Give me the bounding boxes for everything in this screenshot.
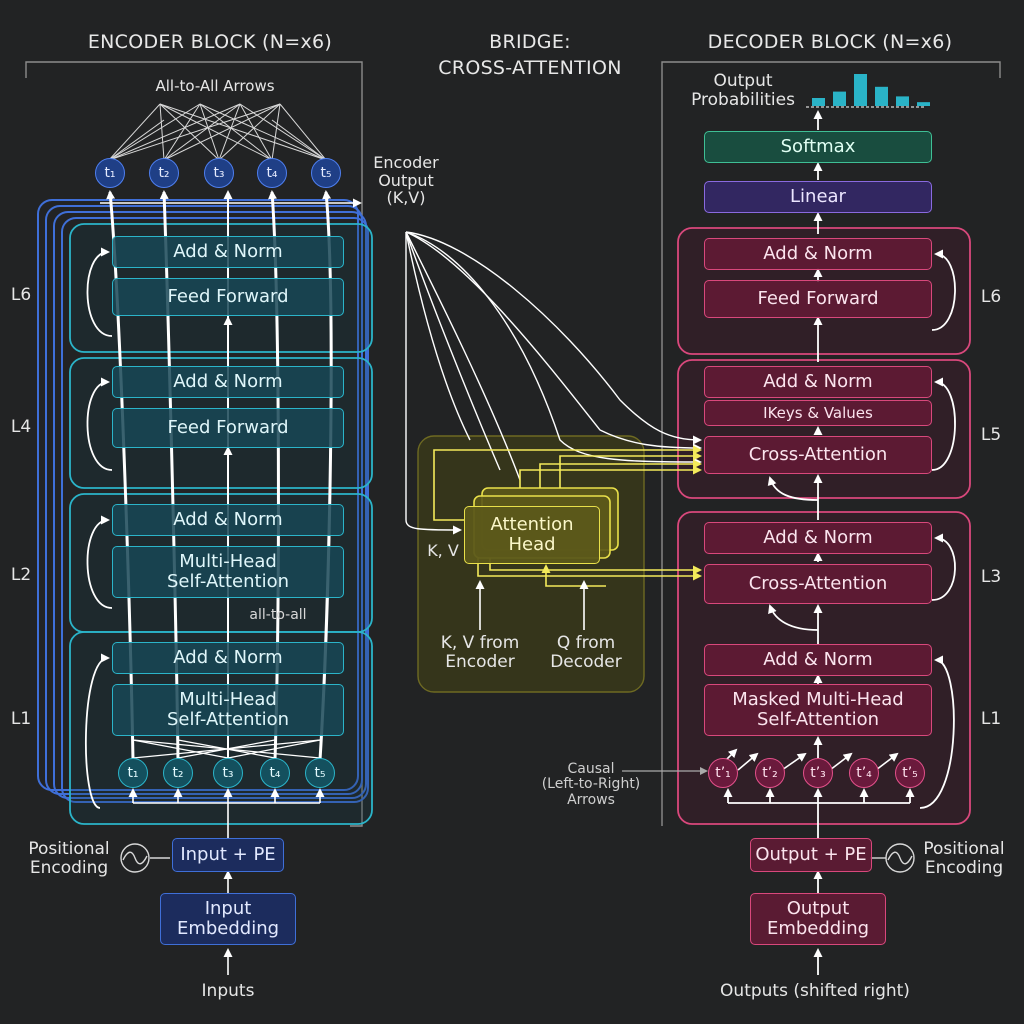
encoder-l6-add-norm: Add & Norm (112, 236, 344, 268)
decoder-output-embedding: Output Embedding (750, 893, 886, 945)
causal-arrows-label: Causal (Left-to-Right) Arrows (541, 761, 641, 808)
encoder-to-decoder-curves (405, 231, 702, 535)
decoder-output-pe: Output + PE (750, 838, 872, 872)
encoder-layer-label-l4: L4 (10, 417, 32, 437)
decoder-pe-sine-icon (870, 843, 915, 873)
all-to-all-web (108, 103, 327, 161)
decoder-l6-feed-forward: Feed Forward (704, 280, 932, 318)
bridge-kv-from-encoder: K, V from Encoder (440, 633, 520, 672)
decoder-flow-arrows (723, 110, 915, 975)
encoder-l2-multi-head-self-attention: Multi-Head Self-Attention (112, 546, 344, 598)
decoder-positional-encoding-label: Positional Encoding (923, 839, 1005, 878)
encoder-bottom-token-2: t₂ (163, 758, 193, 788)
bridge-input-arrows (475, 580, 589, 630)
probability-bar-2 (833, 91, 846, 106)
decoder-layer-label-l6: L6 (980, 287, 1002, 307)
probability-bar-6 (917, 102, 930, 106)
decoder-l6-add-norm: Add & Norm (704, 238, 932, 270)
encoder-l1-add-norm: Add & Norm (112, 642, 344, 674)
encoder-top-token-5: t₅ (311, 158, 341, 188)
decoder-l5-keys-values: IKeys & Values (704, 400, 932, 426)
decoder-l1-add-norm: Add & Norm (704, 644, 932, 676)
encoder-stack-outlines (37, 199, 369, 803)
probability-bar-3 (854, 74, 867, 106)
decoder-residual-arrows (767, 249, 956, 809)
bridge-q-from-decoder: Q from Decoder (550, 633, 622, 672)
decoder-bracket (661, 61, 1001, 826)
decoder-l3-cross-attention: Cross-Attention (704, 564, 932, 604)
output-probability-bars (812, 74, 930, 106)
encoder-inputs-label: Inputs (201, 981, 255, 1001)
decoder-l5-add-norm: Add & Norm (704, 366, 932, 398)
encoder-bottom-token-web (132, 739, 321, 759)
encoder-l4-add-norm: Add & Norm (112, 366, 344, 398)
encoder-positional-encoding-label: Positional Encoding (28, 839, 110, 878)
decoder-token-3: t’₃ (803, 758, 833, 788)
encoder-bottom-token-1: t₁ (118, 758, 148, 788)
bridge-header-line2: CROSS-ATTENTION (438, 57, 622, 79)
all-to-all-label: All-to-All Arrows (155, 77, 275, 95)
decoder-token-1: t’₁ (708, 758, 738, 788)
decoder-token-5: t’₅ (895, 758, 925, 788)
decoder-linear: Linear (704, 181, 932, 213)
encoder-all-to-all-label: all-to-all (249, 607, 307, 623)
decoder-l5-cross-attention: Cross-Attention (704, 436, 932, 474)
decoder-l1-masked-multi-head-self-attention: Masked Multi-Head Self-Attention (704, 684, 932, 736)
encoder-input-embedding: Input Embedding (160, 893, 296, 945)
decoder-token-2: t’₂ (755, 758, 785, 788)
encoder-layer-label-l2: L2 (10, 565, 32, 585)
encoder-l2-add-norm: Add & Norm (112, 504, 344, 536)
decoder-outputs-label: Outputs (shifted right) (720, 981, 910, 1001)
encoder-top-token-3: t₃ (204, 158, 234, 188)
encoder-bottom-token-3: t₃ (213, 758, 243, 788)
encoder-l4-feed-forward: Feed Forward (112, 408, 344, 448)
encoder-input-pe: Input + PE (172, 838, 284, 872)
encoder-header: ENCODER BLOCK (N=x6) (87, 31, 333, 53)
encoder-token-feed (128, 788, 325, 975)
encoder-l6-feed-forward: Feed Forward (112, 278, 344, 316)
encoder-residual-arrows (84, 247, 233, 809)
decoder-header: DECODER BLOCK (N=x6) (707, 31, 953, 53)
encoder-bottom-token-5: t₅ (305, 758, 335, 788)
decoder-l3-add-norm: Add & Norm (704, 522, 932, 554)
decoder-softmax: Softmax (704, 131, 932, 163)
decoder-layer-label-l5: L5 (980, 425, 1002, 445)
probability-bar-5 (896, 96, 909, 106)
bridge-header-line1: BRIDGE: (489, 31, 571, 53)
encoder-layer-label-l1: L1 (10, 709, 32, 729)
decoder-layer-label-l3: L3 (980, 567, 1002, 587)
output-probabilities-label: Output Probabilities (691, 71, 795, 110)
encoder-pe-sine-icon (120, 843, 170, 873)
encoder-top-token-1: t₁ (95, 158, 125, 188)
decoder-layer-label-l1: L1 (980, 709, 1002, 729)
encoder-l1-multi-head-self-attention: Multi-Head Self-Attention (112, 684, 344, 736)
encoder-layer-label-l6: L6 (10, 285, 32, 305)
encoder-top-token-2: t₂ (149, 158, 179, 188)
probability-bar-1 (812, 98, 825, 106)
encoder-bottom-token-4: t₄ (260, 758, 290, 788)
probability-bar-4 (875, 86, 888, 106)
bridge-kv-label: K, V (427, 541, 459, 560)
encoder-output-label: Encoder Output (K,V) (373, 153, 439, 208)
decoder-token-4: t’₄ (849, 758, 879, 788)
encoder-bracket (25, 61, 363, 827)
attention-head: Attention Head (464, 506, 600, 564)
encoder-top-token-4: t₄ (257, 158, 287, 188)
